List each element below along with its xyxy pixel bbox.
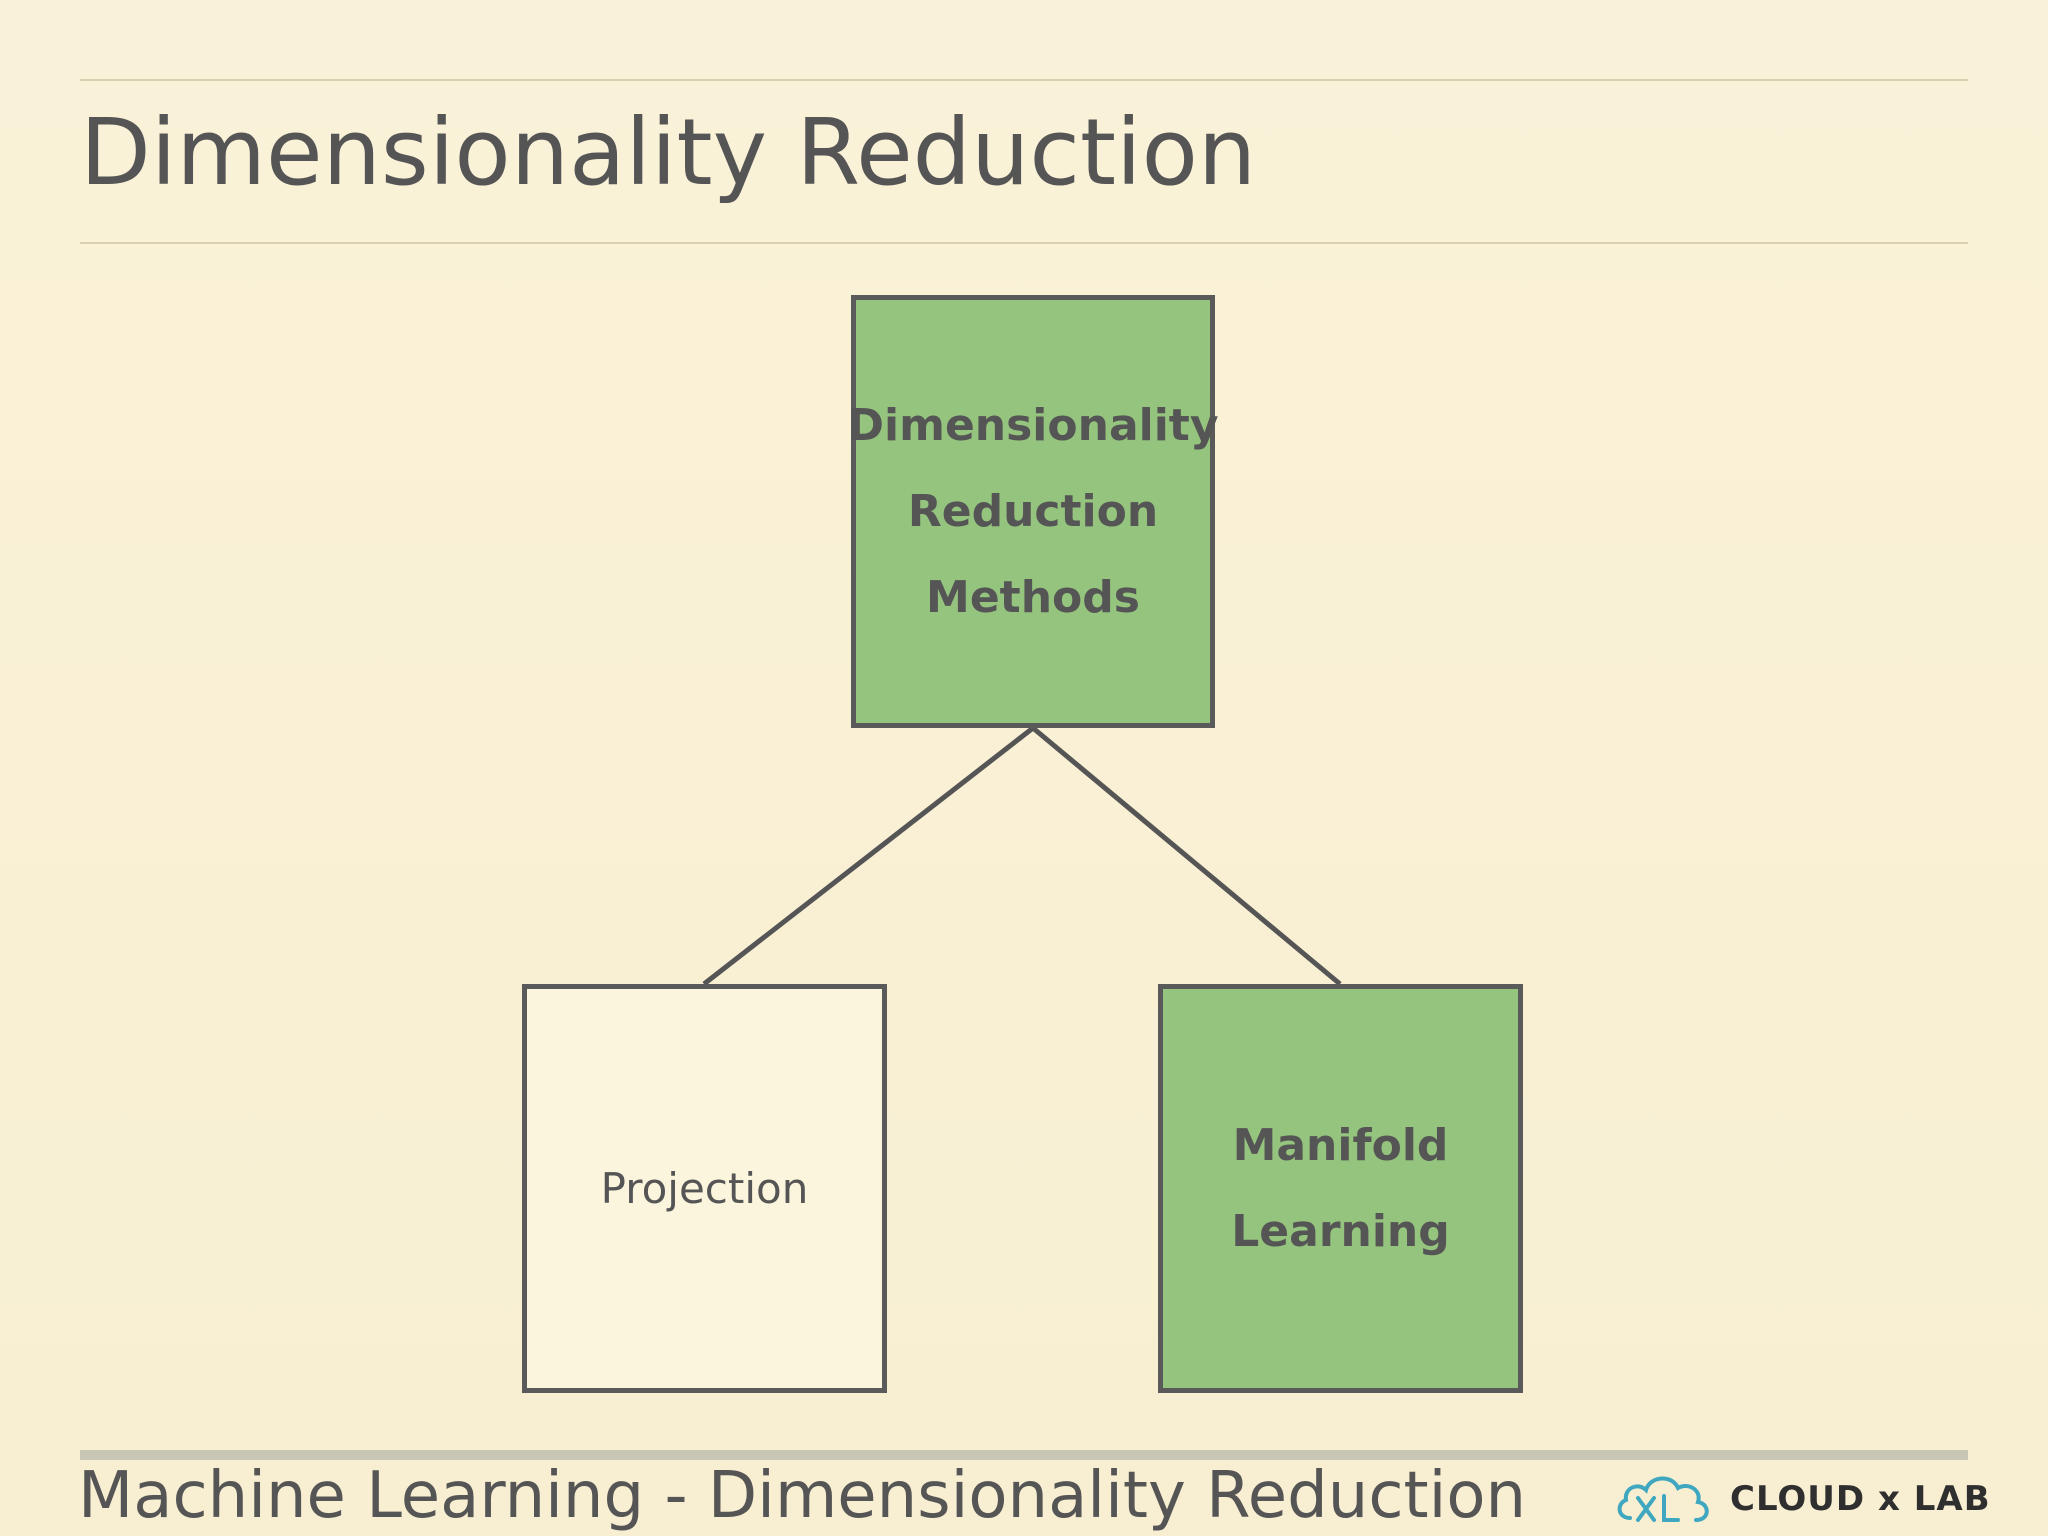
manifold-learning-node-line: Manifold [1232,1119,1449,1171]
slide-title: Dimensionality Reduction [80,99,1257,206]
manifold-learning-node: Manifold Learning [1158,984,1523,1393]
root-node-line: Reduction [907,485,1159,537]
projection-node-label: Projection [601,1159,809,1219]
footer-divider [80,1450,1968,1460]
manifold-learning-node-label: Manifold Learning [1231,1103,1450,1275]
edge-root-manifold [1031,726,1342,986]
footer-title: Machine Learning - Dimensionality Reduct… [78,1459,1527,1533]
edge-root-projection [702,726,1035,986]
cloud-icon [1617,1476,1709,1522]
logo-text: CLOUD x LAB [1730,1479,1991,1519]
projection-node: Projection [522,984,887,1393]
cloudxlab-logo: CLOUD x LAB [1612,1468,1991,1530]
top-divider [80,79,1968,81]
root-node-line: Methods [926,571,1140,623]
title-divider [80,242,1968,244]
projection-node-line: Projection [600,1163,809,1213]
root-node: Dimensionality Reduction Methods [848,295,1219,728]
root-node-label: Dimensionality Reduction Methods [848,383,1219,641]
root-node-line: Dimensionality [847,399,1219,451]
manifold-learning-node-line: Learning [1231,1205,1450,1257]
